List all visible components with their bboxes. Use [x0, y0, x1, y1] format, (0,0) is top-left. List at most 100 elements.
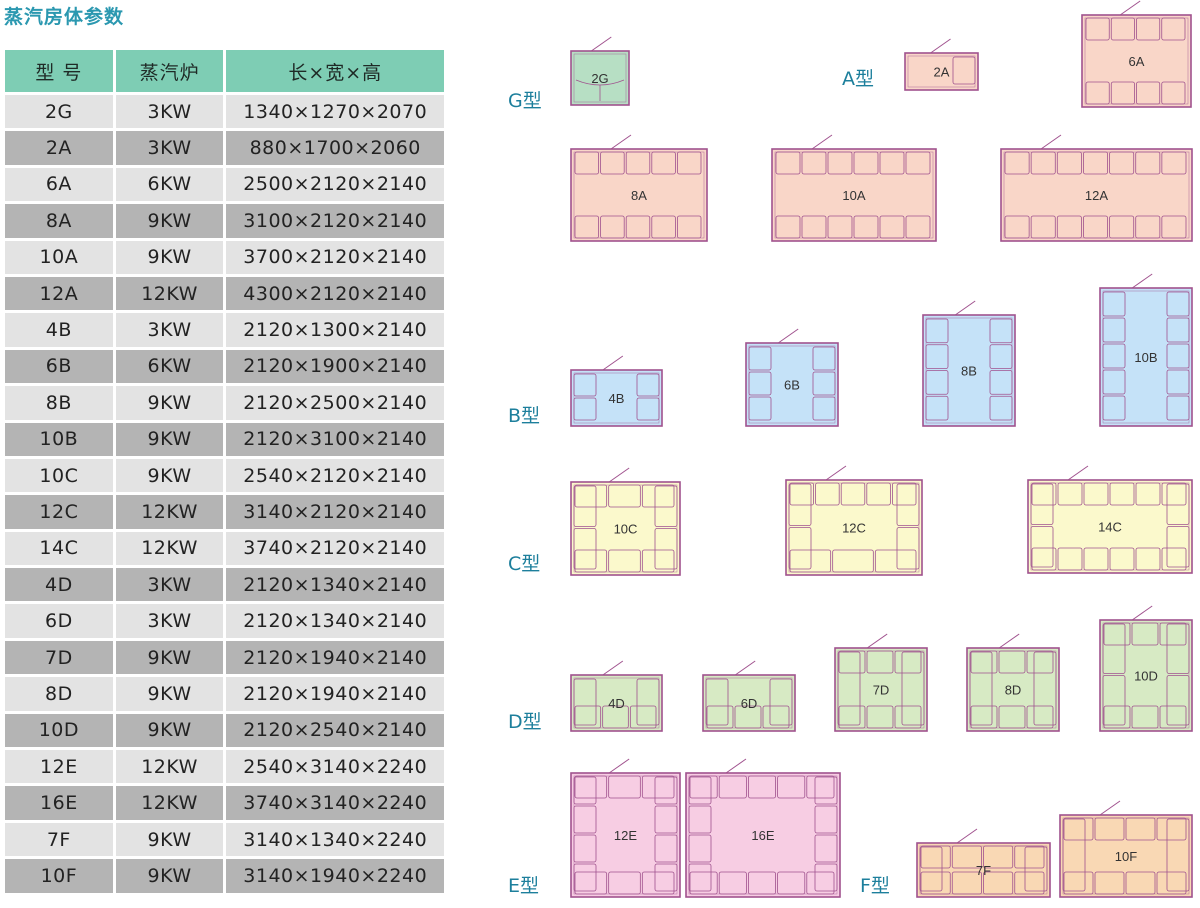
- seat-icon: [925, 370, 949, 395]
- seat-icon: [989, 395, 1013, 421]
- cell-steamer: 12KW: [115, 786, 224, 820]
- cell-steamer: 3KW: [115, 95, 224, 129]
- room-7F: 7F: [916, 828, 1051, 898]
- seat-icon: [989, 370, 1013, 395]
- cell-model: 10D: [5, 713, 113, 748]
- seat-icon: [608, 549, 641, 573]
- seat-icon: [1102, 317, 1126, 343]
- seat-icon: [901, 651, 925, 726]
- seat-icon: [853, 151, 879, 175]
- seat-icon: [1094, 817, 1125, 841]
- cell-model: 12A: [5, 276, 113, 311]
- seat-icon: [892, 482, 917, 506]
- seat-icon: [1033, 651, 1057, 726]
- seat-icon: [573, 678, 597, 726]
- seat-icon: [840, 482, 866, 506]
- seat-icon: [705, 678, 729, 726]
- seat-icon: [814, 863, 838, 892]
- cell-model: 2G: [5, 95, 113, 129]
- cell-steamer: 9KW: [115, 240, 224, 274]
- seat-icon: [1159, 622, 1187, 646]
- cell-steamer: 9KW: [115, 822, 224, 857]
- seat-icon: [989, 344, 1013, 369]
- seat-icon: [1102, 395, 1126, 421]
- seat-icon: [573, 528, 597, 570]
- seat-icon: [1109, 547, 1135, 571]
- cell-steamer: 3KW: [115, 313, 224, 347]
- seat-icon: [920, 845, 951, 869]
- seat-icon: [925, 395, 949, 421]
- room-label: 12C: [842, 521, 866, 536]
- room-12E: 12E: [570, 758, 681, 898]
- seat-icon: [866, 650, 894, 674]
- seat-icon: [688, 863, 712, 892]
- seat-icon: [1103, 622, 1131, 646]
- room-label: 10C: [614, 522, 638, 537]
- seat-icon: [814, 776, 838, 805]
- cell-dimensions: 3740×2120×2140: [226, 531, 444, 566]
- seat-icon: [775, 151, 801, 175]
- room-10B: 10B: [1099, 273, 1193, 427]
- header-dimensions: 长×宽×高: [226, 50, 444, 92]
- table-header-row: 型 号 蒸汽炉 长×宽×高: [5, 50, 444, 92]
- seat-icon: [814, 834, 838, 863]
- room-label: 2A: [934, 65, 950, 80]
- seat-icon: [677, 215, 702, 239]
- cell-dimensions: 880×1700×2060: [226, 131, 444, 165]
- seat-icon: [1156, 817, 1187, 841]
- cell-model: 6D: [5, 604, 113, 638]
- room-6A: 6A: [1081, 0, 1192, 108]
- seat-icon: [706, 705, 734, 729]
- seat-icon: [748, 871, 777, 895]
- group-label: G型: [508, 90, 542, 112]
- seat-icon: [827, 151, 853, 175]
- seat-icon: [636, 373, 660, 397]
- seat-icon: [866, 482, 891, 506]
- cell-model: 8B: [5, 386, 113, 420]
- seat-icon: [573, 485, 597, 527]
- group-label: F型: [860, 875, 890, 897]
- cell-steamer: 12KW: [115, 531, 224, 566]
- seat-icon: [1031, 547, 1057, 571]
- cell-model: 10A: [5, 240, 113, 274]
- room-label: 16E: [751, 828, 774, 843]
- seat-icon: [654, 834, 678, 863]
- cell-steamer: 9KW: [115, 713, 224, 748]
- cell-dimensions: 2500×2120×2140: [226, 167, 444, 202]
- seat-icon: [1014, 845, 1045, 869]
- seat-icon: [1135, 482, 1161, 506]
- seat-icon: [1026, 705, 1054, 729]
- seat-icon: [1102, 623, 1126, 674]
- seat-icon: [925, 318, 949, 344]
- seat-icon: [636, 397, 660, 421]
- seat-icon: [879, 215, 905, 239]
- seat-icon: [1161, 17, 1186, 41]
- seat-icon: [1102, 343, 1126, 369]
- seat-icon: [1057, 482, 1083, 506]
- seat-icon: [1161, 81, 1186, 105]
- cell-model: 8D: [5, 677, 113, 711]
- seat-icon: [574, 705, 602, 729]
- seat-icon: [812, 371, 836, 396]
- room-label: 7D: [873, 683, 890, 698]
- seat-icon: [1131, 705, 1159, 729]
- seat-icon: [1056, 215, 1082, 239]
- seat-icon: [769, 678, 793, 726]
- seat-icon: [806, 871, 835, 895]
- cell-model: 7D: [5, 640, 113, 675]
- page-title: 蒸汽房体参数: [4, 6, 125, 28]
- seat-icon: [983, 871, 1014, 895]
- seat-icon: [1102, 675, 1126, 726]
- seat-icon: [894, 650, 922, 674]
- seat-icon: [573, 397, 597, 421]
- seat-icon: [1166, 483, 1190, 525]
- room-label: 6B: [784, 378, 800, 393]
- seat-icon: [718, 871, 747, 895]
- seat-icon: [574, 871, 608, 895]
